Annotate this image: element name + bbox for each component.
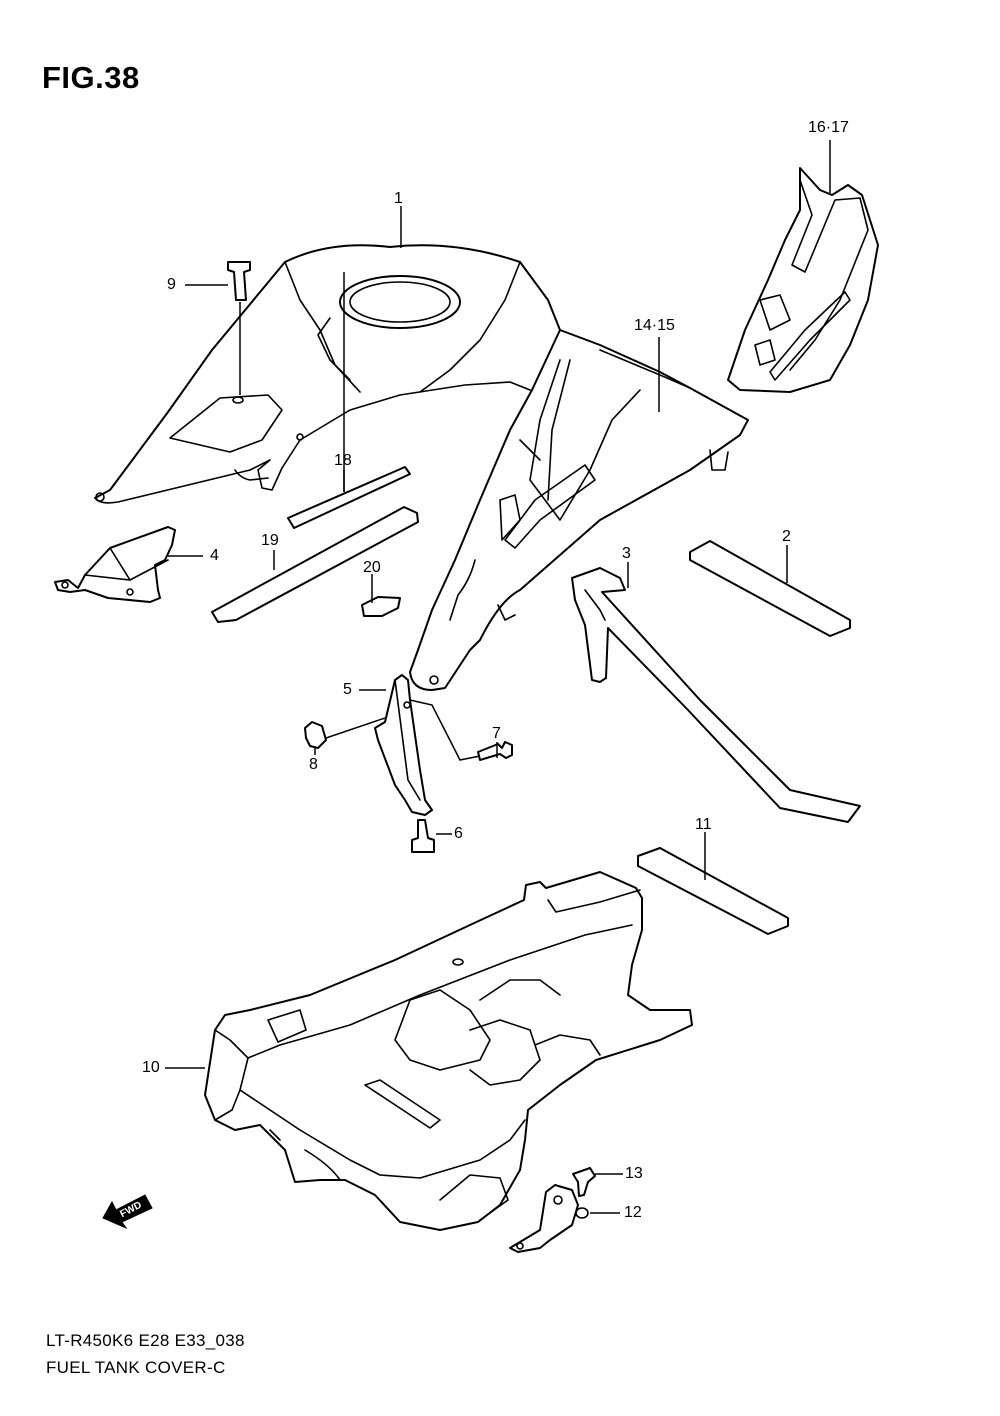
part-3-strap xyxy=(571,567,861,823)
part-4-bracket xyxy=(54,526,176,603)
callout-18: 18 xyxy=(334,452,352,469)
callout-20: 20 xyxy=(363,559,381,576)
callout-7: 7 xyxy=(492,725,501,742)
fwd-arrow-icon: FWD xyxy=(102,1194,153,1230)
part-19-pad xyxy=(211,506,419,623)
callout-9: 9 xyxy=(167,276,176,293)
callout-1: 1 xyxy=(394,190,403,207)
callout-10: 10 xyxy=(142,1059,160,1076)
callout-13: 13 xyxy=(625,1165,643,1182)
part-2-pad xyxy=(689,540,851,637)
part-20-pad xyxy=(361,596,401,617)
callout-16-17: 16·17 xyxy=(808,119,849,136)
part-7-screw xyxy=(409,699,513,761)
part-1-fuel-tank-cover xyxy=(94,244,749,691)
callout-11: 11 xyxy=(695,816,712,833)
callout-5: 5 xyxy=(343,681,352,698)
callout-12: 12 xyxy=(624,1204,642,1221)
part-16-17-decal xyxy=(727,167,879,393)
callout-4: 4 xyxy=(210,547,219,564)
part-12-bracket xyxy=(509,1184,589,1253)
part-10-tray xyxy=(204,871,693,1231)
part-18-pad xyxy=(287,466,411,529)
callout-6: 6 xyxy=(454,825,463,842)
figure-title: FIG.38 xyxy=(42,60,140,95)
part-6-screw xyxy=(411,819,435,853)
callout-19: 19 xyxy=(261,532,279,549)
model-code: LT-R450K6 E28 E33_038 xyxy=(46,1331,245,1350)
figure-caption: FUEL TANK COVER-C xyxy=(46,1358,226,1377)
callout-14-15: 14·15 xyxy=(634,317,675,334)
callout-3: 3 xyxy=(622,545,631,562)
part-8-clip xyxy=(304,717,386,755)
leader-lines xyxy=(165,140,831,1214)
callout-8: 8 xyxy=(309,756,318,773)
part-5-bracket xyxy=(374,674,433,816)
part-9-push-rivet xyxy=(227,261,251,404)
callout-2: 2 xyxy=(782,528,791,545)
part-13-screw xyxy=(572,1167,596,1197)
part-11-pad xyxy=(637,847,789,935)
